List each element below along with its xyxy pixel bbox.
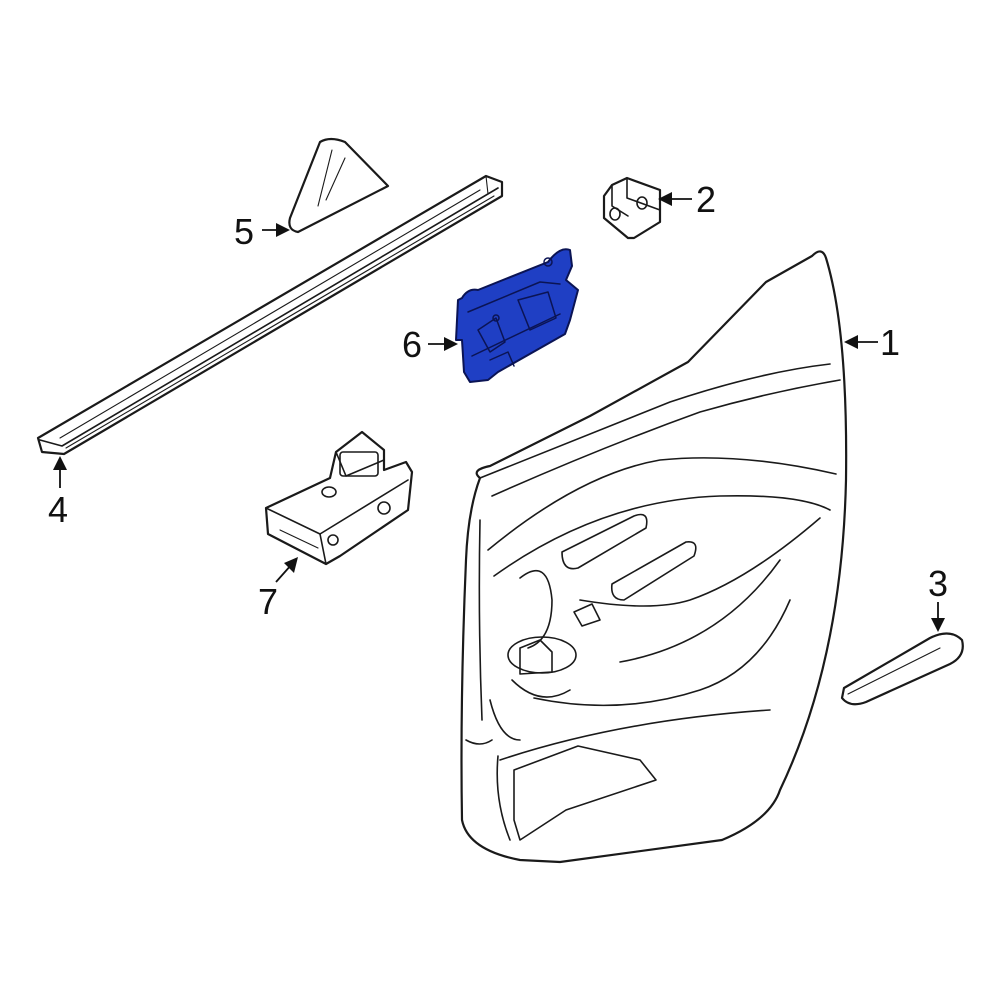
part-4-belt-weatherstrip[interactable] [36,174,504,456]
callout-7[interactable]: 7 [258,581,278,622]
part-3-armrest-pad[interactable] [840,632,964,706]
callout-leaders [53,192,945,632]
part-5-corner-trim[interactable] [288,137,390,234]
callout-1[interactable]: 1 [880,322,900,363]
part-2-bracket[interactable] [602,176,662,240]
callout-2[interactable]: 2 [696,179,716,220]
callout-4[interactable]: 4 [48,489,68,530]
callout-3[interactable]: 3 [928,563,948,604]
part-6-inside-handle[interactable] [455,248,579,383]
callout-6[interactable]: 6 [402,324,422,365]
callout-5[interactable]: 5 [234,211,254,252]
part-7-window-switch[interactable] [264,430,414,566]
part-1-door-trim-panel[interactable] [460,250,848,864]
